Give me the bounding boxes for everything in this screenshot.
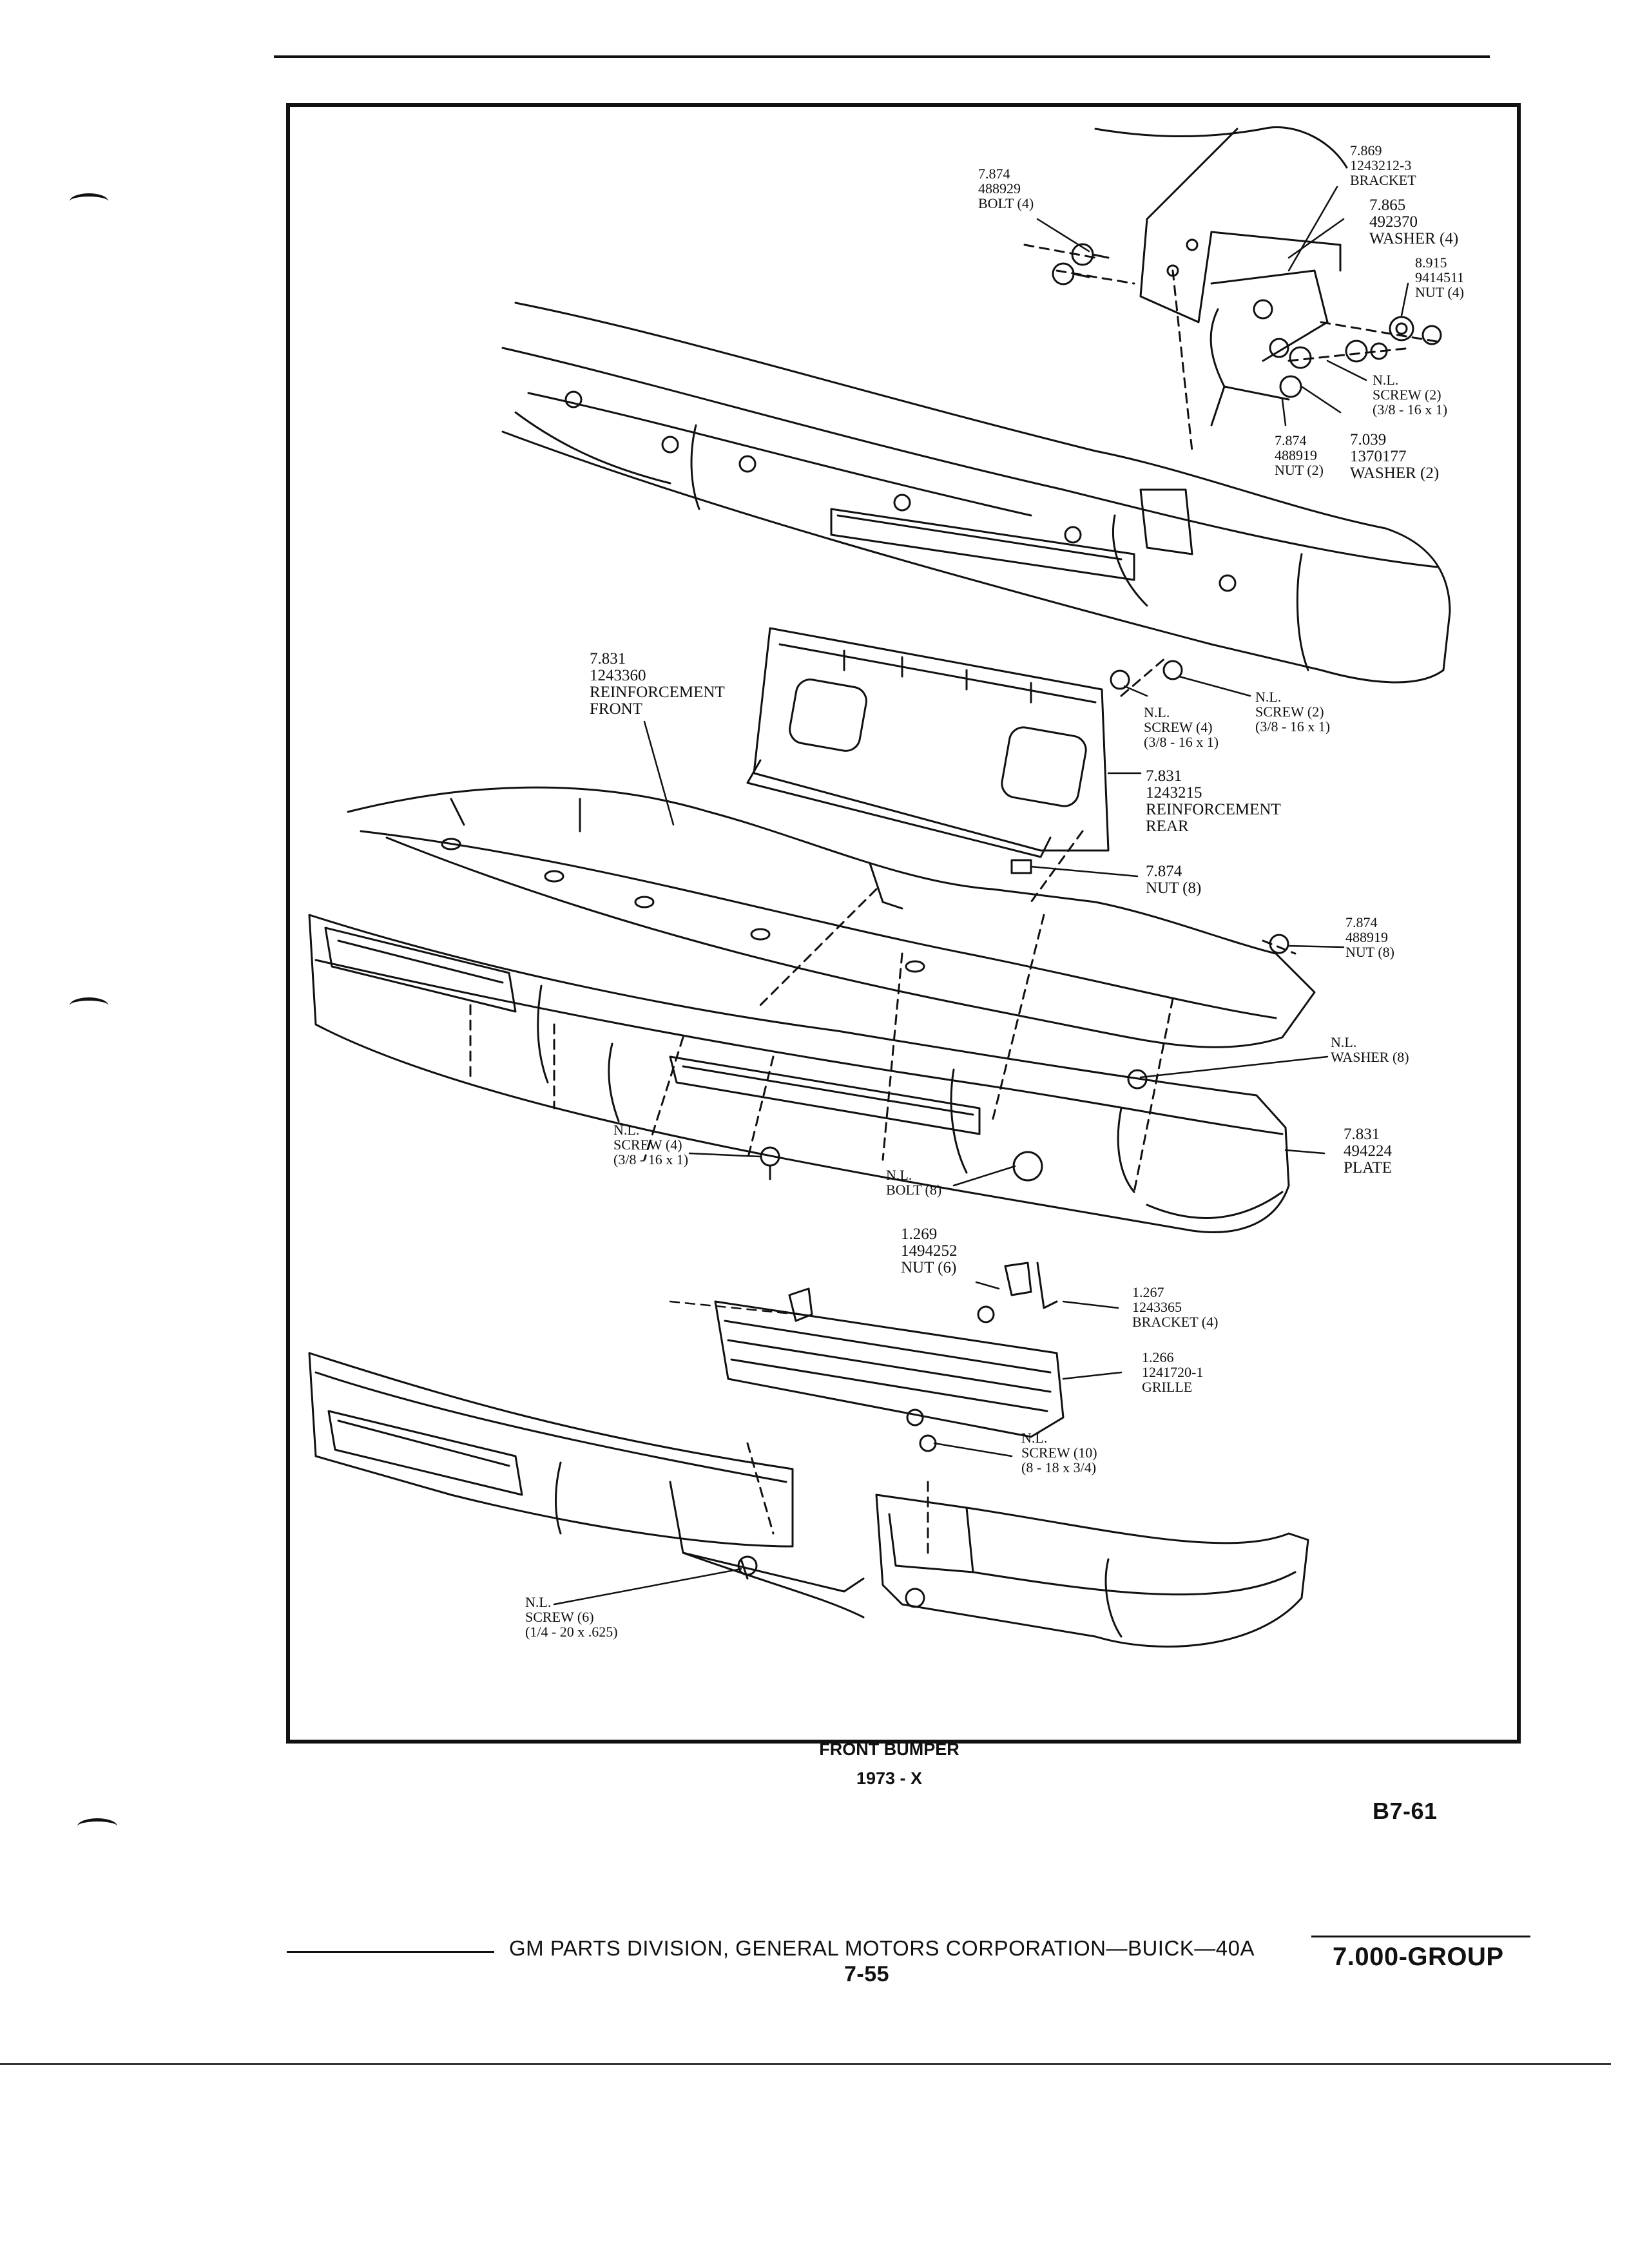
figure-subtitle: 1973 - X <box>856 1769 923 1788</box>
grille-drawing <box>714 1262 1065 1452</box>
callout-bolt-8: N.L.BOLT (8) <box>886 1167 942 1198</box>
binder-mark <box>77 1818 117 1834</box>
footer-rule-left <box>287 1951 494 1953</box>
callout-screw-2-mid: N.L.SCREW (2)(3/8 - 16 x 1) <box>1255 689 1331 735</box>
bottom-rule <box>0 2063 1611 2065</box>
footer-page-number: 7-55 <box>844 1962 890 1986</box>
footer-rule-right <box>1311 1936 1530 1937</box>
reinforcement-rear-drawing <box>746 627 1110 858</box>
callout-screw-4-mid: N.L.SCREW (4)(3/8 - 16 x 1) <box>1144 704 1219 750</box>
figure-title: FRONT BUMPER <box>819 1740 959 1759</box>
lower-left-bumper-drawing <box>308 1352 865 1619</box>
middle-alignment-lines <box>469 656 1296 1193</box>
middle-fasteners-drawing <box>760 660 1289 1182</box>
binder-mark <box>70 997 108 1014</box>
callout-leaders <box>553 186 1409 1606</box>
frame-bracket-drawing <box>1023 126 1438 555</box>
bumper-plate-drawing <box>308 914 1290 1233</box>
top-fasteners-drawing <box>1052 243 1442 398</box>
footer-publisher: GM PARTS DIVISION, GENERAL MOTORS CORPOR… <box>509 1936 1255 1960</box>
callout-screw-6: N.L.SCREW (6)(1/4 - 20 x .625) <box>525 1594 618 1640</box>
lower-right-bumper-drawing <box>875 1481 1309 1648</box>
upper-bumper-face-drawing <box>501 302 1451 684</box>
callout-screw-4-lower: N.L.SCREW (4)(3/8 - 16 x 1) <box>613 1122 689 1168</box>
top-rule <box>274 55 1490 58</box>
footer-group: 7.000-GROUP <box>1333 1943 1504 1971</box>
diagram-frame <box>286 103 1521 1744</box>
binder-mark <box>70 193 108 209</box>
callout-screw-top: N.L.SCREW (2)(3/8 - 16 x 1) <box>1373 372 1448 418</box>
page-code: B7-61 <box>1373 1798 1438 1824</box>
callout-washer-8: N.L.WASHER (8) <box>1331 1034 1409 1065</box>
callout-screw-10: N.L.SCREW (10)(8 - 18 x 3/4) <box>1021 1430 1097 1475</box>
